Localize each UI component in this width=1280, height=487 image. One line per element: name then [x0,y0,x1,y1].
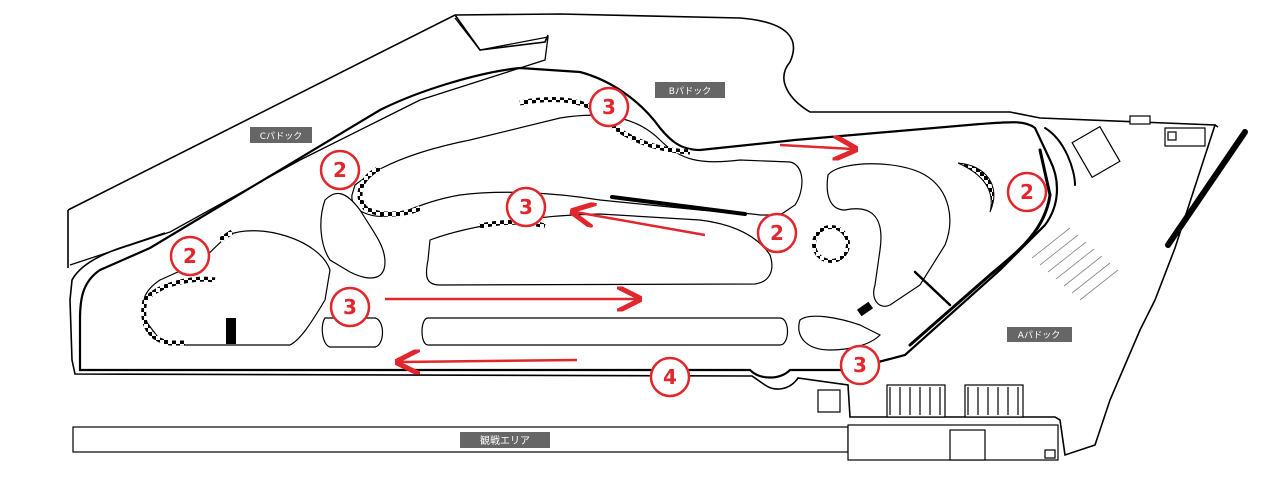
svg-text:2: 2 [333,158,347,182]
svg-text:3: 3 [602,95,616,119]
svg-text:3: 3 [343,295,357,319]
svg-text:2: 2 [770,221,784,245]
marker-southeast: 3 [839,344,881,386]
paddock-a-label: Aパドック [1007,327,1072,342]
outer-boundary [67,13,1219,457]
barrier-lines [226,127,1248,347]
svg-text:3: 3 [853,353,867,377]
roundabout [812,225,850,263]
paddock-b-label: Bパドック [655,82,725,98]
marker-b-top: 3 [588,86,630,128]
structures-east [1071,115,1206,179]
red-arrow-icon [385,145,853,362]
svg-text:Aパドック: Aパドック [1018,330,1060,341]
marker-inner-mid: 3 [505,186,547,228]
spectator-area-label: 観戦エリア [460,432,550,448]
svg-text:2: 2 [183,244,197,268]
svg-text:3: 3 [519,195,533,219]
infield-islands [142,114,951,351]
marker-inner-right: 2 [756,212,798,254]
svg-text:観戦エリア: 観戦エリア [480,434,530,447]
svg-text:Bパドック: Bパドック [669,86,711,97]
marker-c-left: 2 [319,149,361,191]
svg-text:4: 4 [663,365,677,389]
svg-text:Cパドック: Cパドック [260,131,303,142]
svg-text:2: 2 [1020,180,1034,204]
hairpin-kerb-east [957,162,995,213]
paddock-c-label: Cパドック [250,127,312,143]
paddock-c-band [69,17,549,266]
marker-east: 2 [1006,171,1048,213]
marker-straight: 3 [329,286,371,328]
marker-south: 4 [649,356,691,398]
track-outline [78,66,1059,379]
marker-west: 2 [169,235,211,277]
spectator-structures [72,384,1059,461]
parking-grid [1031,227,1119,301]
